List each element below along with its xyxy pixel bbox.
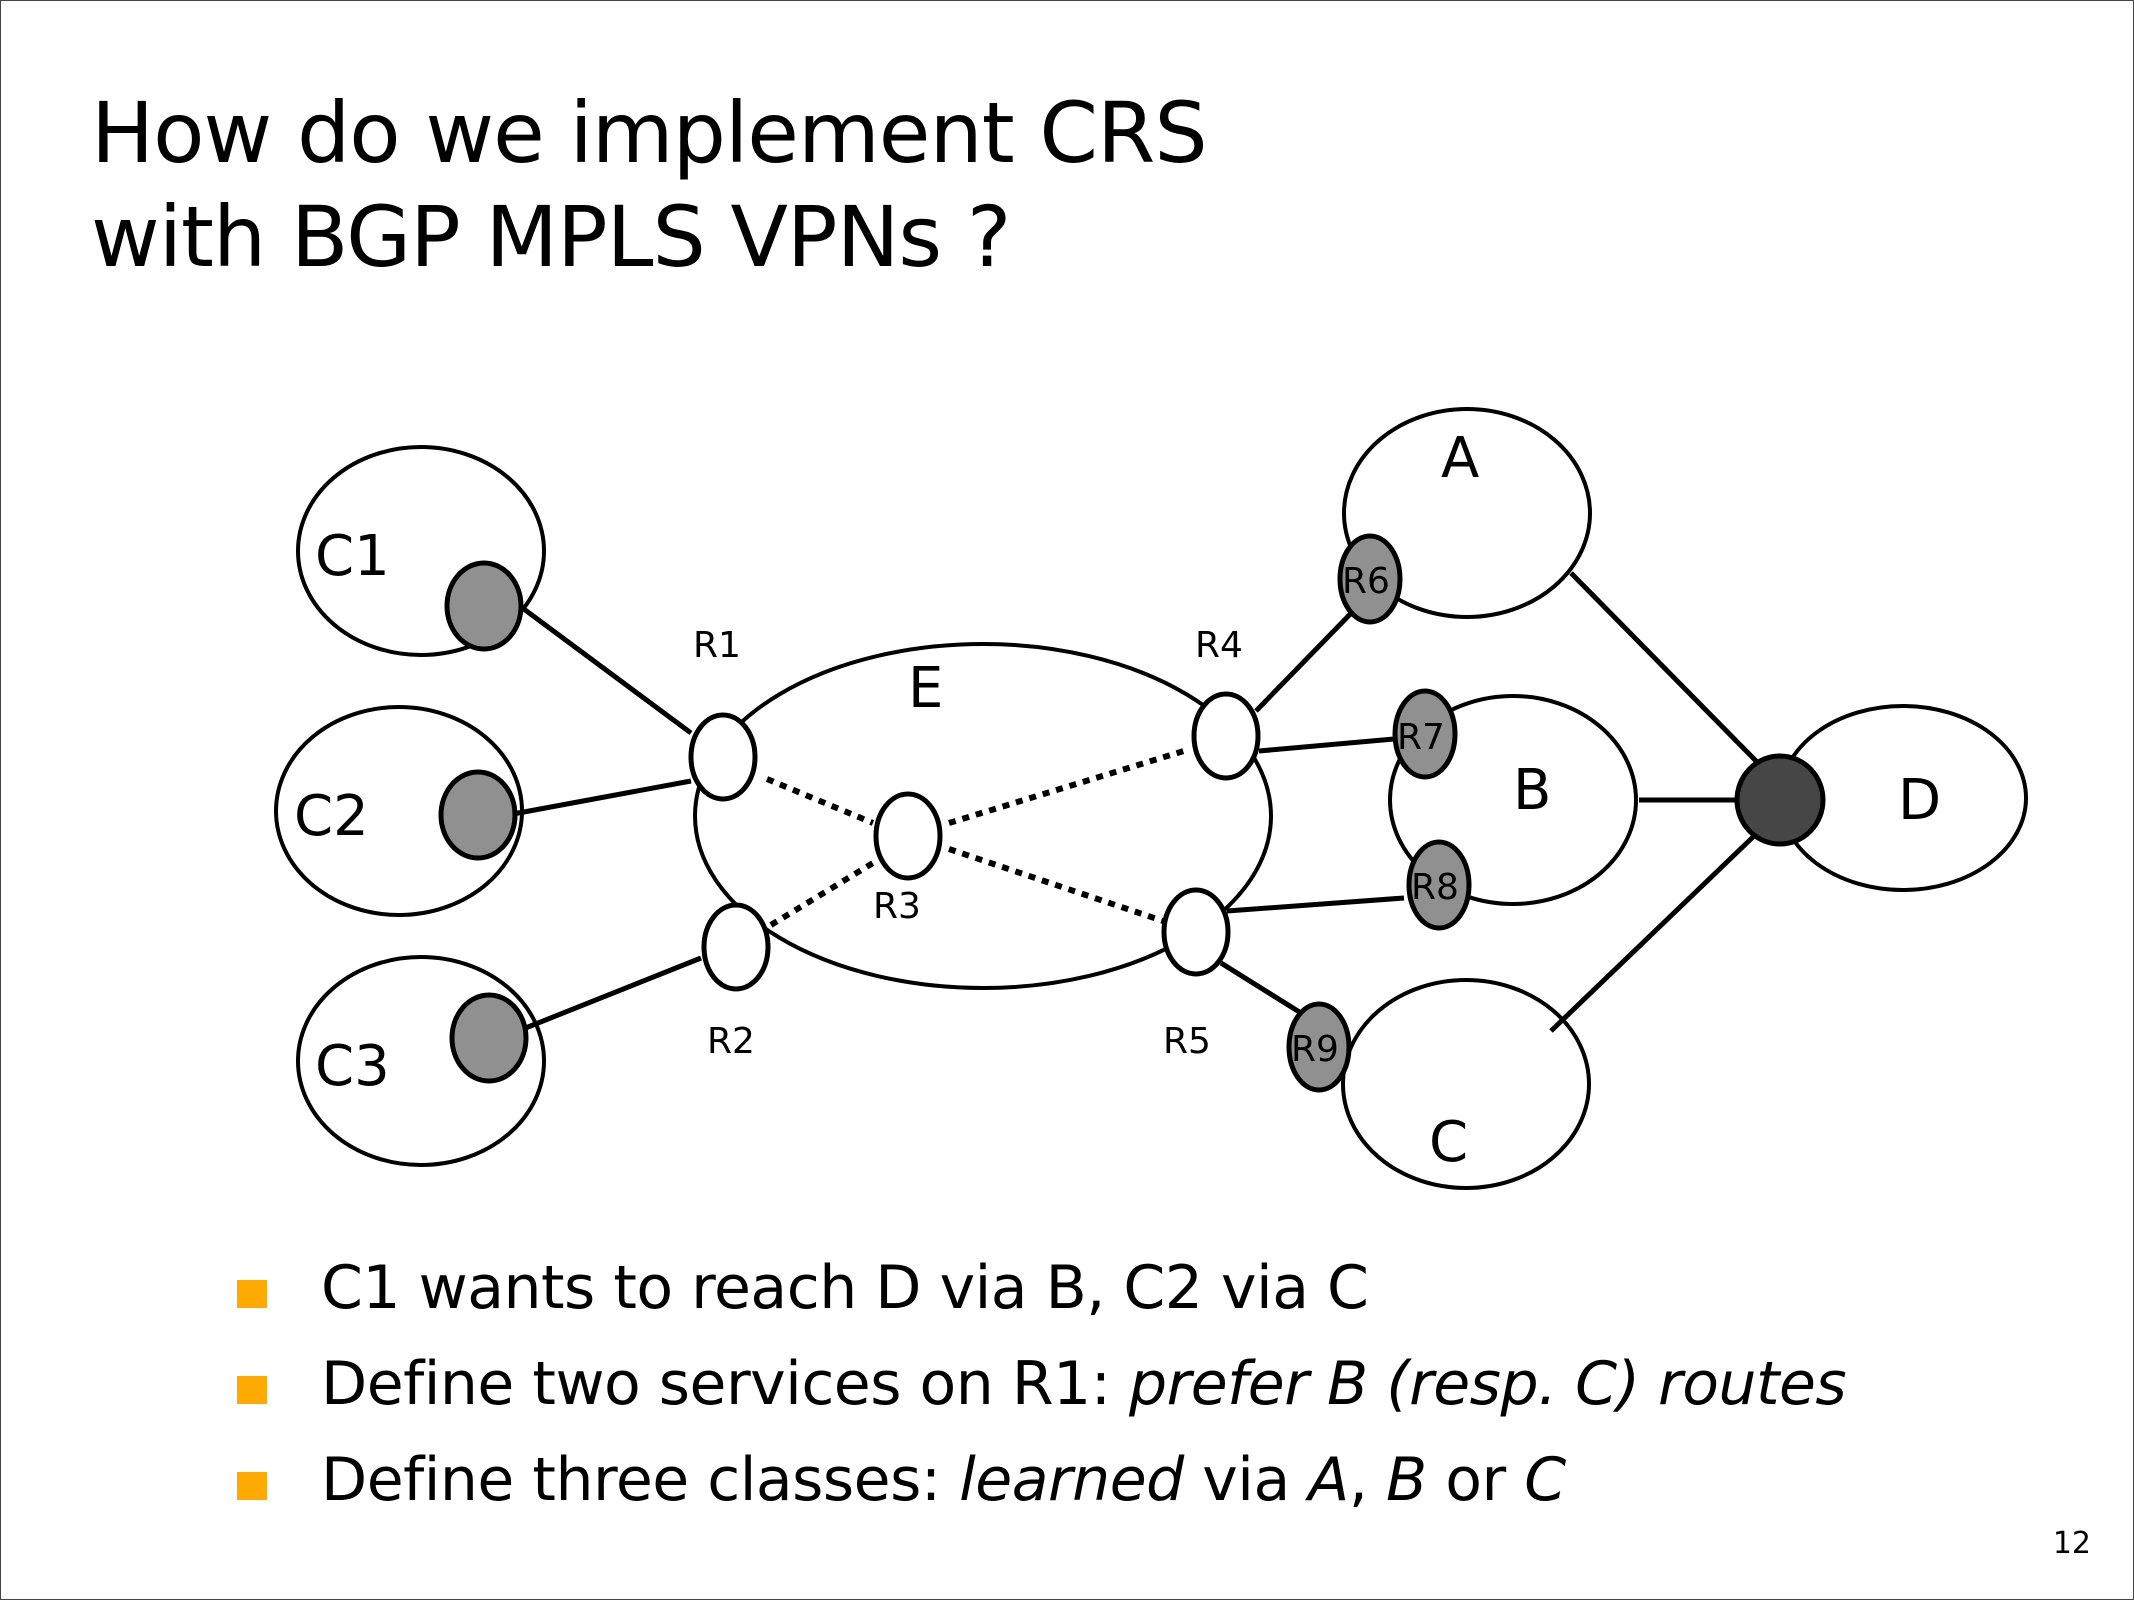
label-R2: R2 [707, 1021, 755, 1062]
bullet-text: or [1426, 1445, 1525, 1515]
link-A-D [1569, 571, 1761, 766]
label-R6: R6 [1342, 561, 1390, 602]
bullet-item: C1 wants to reach D via B, C2 via C [231, 1256, 1846, 1320]
link-C3-R2 [522, 955, 702, 1032]
link-R5-R9 [1219, 960, 1311, 1021]
bullet-text: , [1348, 1445, 1386, 1515]
router-R6[interactable] [1337, 533, 1403, 625]
router-R1[interactable] [688, 712, 758, 802]
link-R3-R5 [948, 846, 1164, 924]
bullet-square-icon [237, 1280, 267, 1308]
label-R4: R4 [1195, 625, 1243, 666]
bullet-text-emphasis: prefer B (resp. C) routes [1129, 1349, 1847, 1419]
router-R2[interactable] [701, 902, 771, 992]
label-C1: C1 [315, 524, 390, 589]
label-R1: R1 [693, 625, 741, 666]
link-R1-R3 [765, 776, 875, 826]
label-C2: C2 [294, 784, 369, 849]
router-C2[interactable] [438, 769, 518, 861]
label-R8: R8 [1411, 867, 1459, 908]
bullet-list: C1 wants to reach D via B, C2 via C Defi… [231, 1256, 1847, 1544]
label-D: D [1898, 768, 1941, 833]
label-E: E [908, 656, 943, 721]
router-D[interactable] [1734, 753, 1826, 847]
label-R5: R5 [1163, 1021, 1211, 1062]
label-C: C [1429, 1110, 1468, 1175]
slide-title: How do we implement CRS with BGP MPLS VP… [91, 81, 1208, 289]
cloud-C [1341, 978, 1591, 1190]
label-R3: R3 [873, 886, 921, 927]
label-R7: R7 [1397, 717, 1445, 758]
router-R9[interactable] [1286, 1001, 1352, 1093]
router-C3[interactable] [449, 992, 529, 1084]
cloud-E [693, 642, 1273, 990]
bullet-square-icon [237, 1472, 267, 1500]
bullet-item: Define two services on R1: prefer B (res… [231, 1349, 1847, 1419]
bullet-item: Define three classes: learned via A, B o… [231, 1448, 1846, 1512]
router-R7[interactable] [1392, 688, 1458, 780]
link-R5-R8 [1226, 895, 1405, 914]
link-C1-R1 [511, 598, 693, 736]
link-R4-R6 [1254, 601, 1363, 713]
title-line-1: How do we implement CRS [91, 84, 1208, 182]
router-R8[interactable] [1406, 839, 1472, 931]
link-C2-R1 [512, 778, 692, 817]
label-R9: R9 [1291, 1029, 1339, 1070]
bullet-text: via [1183, 1445, 1309, 1515]
bullet-text-emphasis: C [1524, 1445, 1566, 1515]
label-B: B [1513, 758, 1551, 823]
label-C3: C3 [315, 1034, 390, 1099]
bullet-text-emphasis: A [1308, 1445, 1349, 1515]
link-C-D [1549, 835, 1755, 1033]
label-A: A [1441, 426, 1479, 491]
page-number: 12 [2052, 1526, 2091, 1561]
router-R5[interactable] [1161, 887, 1231, 977]
router-C1[interactable] [444, 560, 524, 652]
bullet-text: Define three classes: [321, 1445, 960, 1515]
bullet-text-emphasis: learned [959, 1445, 1184, 1515]
router-R4[interactable] [1191, 691, 1261, 781]
title-line-2: with BGP MPLS VPNs ? [91, 188, 1011, 286]
cloud-A [1342, 407, 1592, 619]
bullet-text: Define two services on R1: [321, 1349, 1130, 1419]
bullet-text: C1 wants to reach D via B, C2 via C [321, 1253, 1369, 1323]
link-R2-R3 [769, 860, 875, 928]
router-R3[interactable] [873, 791, 943, 881]
bullet-text-emphasis: B [1385, 1445, 1427, 1515]
link-R4-R7 [1258, 736, 1395, 754]
bullet-square-icon [237, 1376, 267, 1404]
